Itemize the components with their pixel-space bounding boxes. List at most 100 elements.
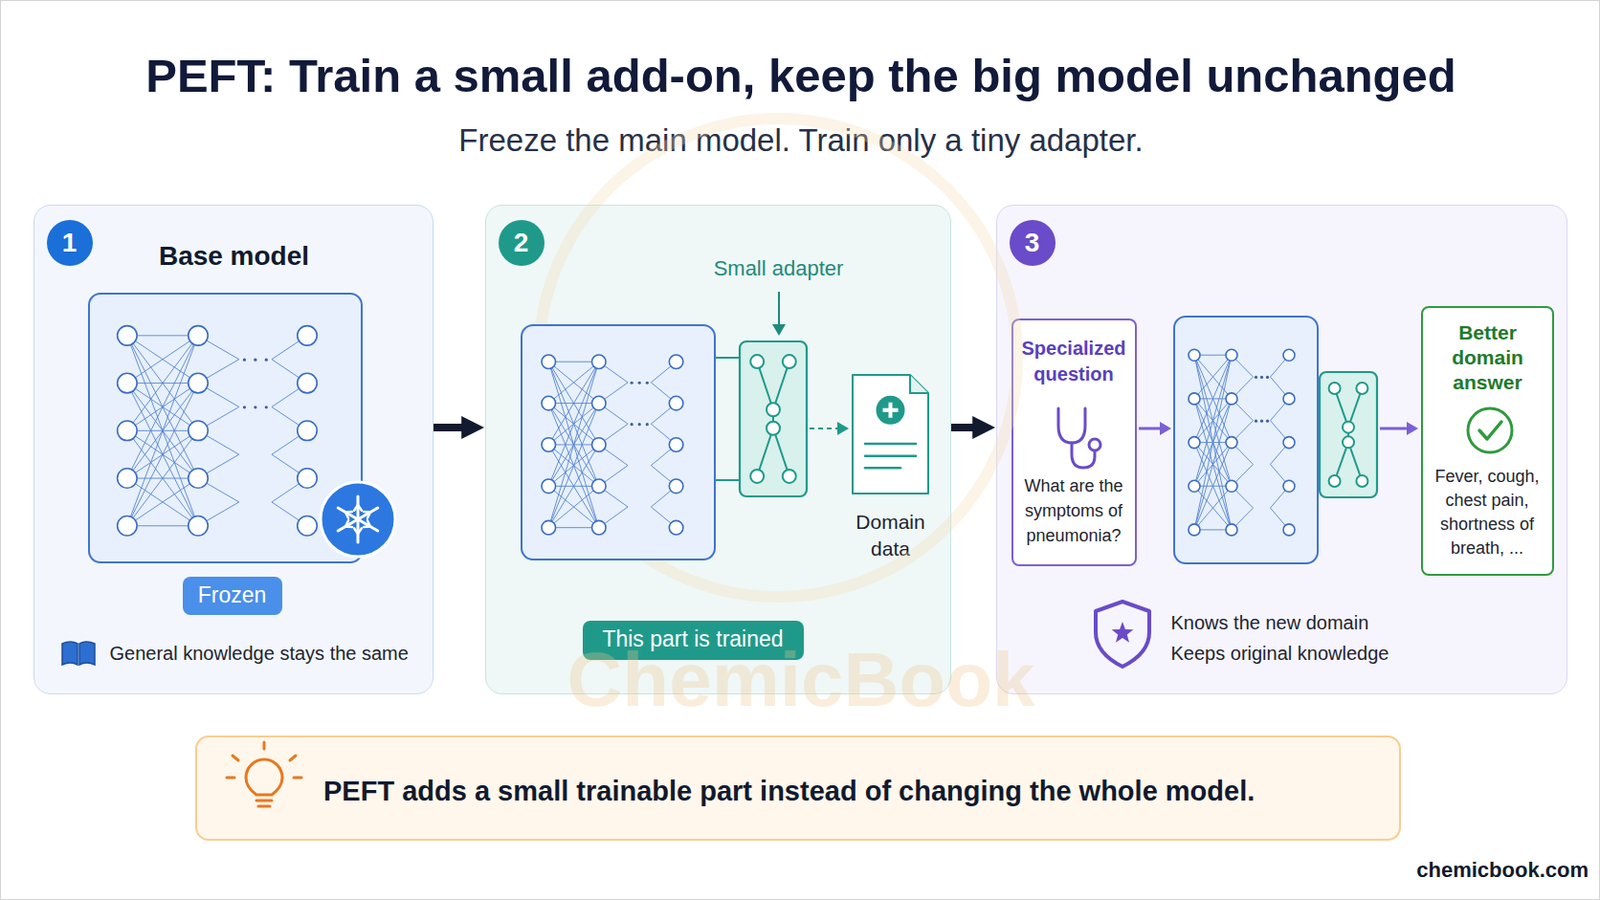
adapter-link [1348,442,1362,482]
snowflake-branch [354,528,358,534]
adapter-neuron [1329,475,1341,488]
adapter-neuron [1355,475,1368,488]
adapter-neuron [1342,422,1355,434]
network-link [1194,355,1232,531]
network-link [1194,443,1232,488]
network-link [650,466,676,488]
network-link [198,383,240,408]
network-link [548,486,600,528]
network-link [650,423,676,445]
snowflake-branch [357,528,362,534]
snowflake-arm [337,508,378,532]
neural-network [88,293,362,563]
shield-star [1111,622,1134,644]
bulb-glass [245,759,283,796]
ellipsis-dot [638,422,642,426]
neuron [1225,437,1238,449]
network-link [127,478,199,480]
network-link [548,361,600,487]
network-link [127,430,199,479]
network-link [650,361,676,383]
neuron [188,326,209,347]
check-mark [1479,422,1502,440]
neuron [1225,524,1238,536]
arrow-shaft [777,291,780,325]
adapter-neuron [1329,382,1341,395]
snowflake-branch [345,520,349,527]
network-link [127,335,199,527]
ellipsis-dot [243,358,246,362]
diagram-subtitle: Freeze the main model. Train only a tiny… [0,122,1600,159]
network-link [1270,377,1290,400]
network-link [1194,486,1232,531]
adapter-module [1319,372,1378,498]
ellipsis-dot [1254,420,1258,423]
neuron [541,396,556,411]
network-link [127,335,199,384]
network-link [1194,443,1232,531]
adapter-box [1319,372,1378,498]
network-link [1270,486,1290,509]
network-link [548,361,600,528]
neuron [1283,480,1295,492]
neuron [541,355,556,370]
network-link [1194,399,1232,531]
neuron [1283,437,1295,449]
shield-icon [1095,601,1150,667]
neuron [1283,349,1295,361]
snowflake-arm [337,508,378,532]
adapter-neuron [1342,436,1355,448]
network-link [650,403,676,425]
network-link [127,334,199,336]
adapter-module [739,341,807,497]
snowflake-branch [367,512,371,519]
network-link [548,403,600,488]
ellipsis-dot [630,381,634,385]
network-link [599,423,628,445]
network-link [1194,355,1232,443]
network-link [548,527,600,529]
network-link [650,444,676,467]
snowflake-branch [345,511,353,514]
network-link [1194,443,1232,531]
ellipsis-dot [1254,376,1258,379]
neuron [592,438,607,453]
neuron [541,479,556,494]
document-fold [910,375,929,394]
network-link [127,383,199,432]
status-pill: Frozen [182,577,283,616]
snowflake-branch [345,512,349,519]
network-link [198,430,240,455]
network-link [1194,486,1232,531]
arrow-head [1406,422,1419,436]
network-link [1194,355,1232,400]
step-arrow [433,423,467,432]
network-link [127,478,199,527]
ellipsis-dot [243,405,246,409]
network-link [599,507,628,529]
network-link [548,361,600,445]
adapter-link [756,428,774,477]
network-link [548,361,600,445]
snowflake-branch [357,505,362,512]
snowflake-branch [354,505,358,512]
neuron [297,326,318,347]
network-link [599,486,628,508]
book-icon [62,642,95,666]
bulb-base [256,800,272,803]
bulb-ray [226,777,235,780]
neuron [297,421,318,442]
network-link [127,383,199,479]
bulb-ray [293,777,302,780]
neuron [592,479,607,494]
network-link [548,444,600,529]
network-link [548,361,600,528]
adapter-neuron [766,402,780,417]
network-link [548,361,600,403]
network-link [127,383,199,527]
network-link [1270,508,1290,531]
ellipsis-dot [1260,376,1264,379]
network-link [548,403,600,445]
network-link [548,403,600,488]
arrow-head [1159,422,1172,436]
